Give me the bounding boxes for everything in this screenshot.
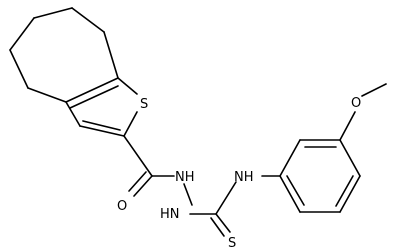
bond <box>65 101 81 127</box>
bond <box>339 139 361 177</box>
bond <box>123 135 153 177</box>
double-bond-inner <box>335 175 354 207</box>
double-bond-inner <box>82 120 121 131</box>
bond <box>117 77 138 95</box>
carbonyl-bond-second <box>128 171 147 192</box>
double-bond-inner <box>286 175 305 206</box>
double-bond-inner <box>69 85 119 109</box>
bond <box>339 111 356 141</box>
benzene-ring <box>279 139 361 213</box>
bond <box>339 175 361 213</box>
bond <box>65 77 119 103</box>
cycloheptane-ring <box>9 7 119 103</box>
bond <box>361 83 387 97</box>
bond <box>123 111 138 137</box>
bond <box>183 183 193 206</box>
bond <box>9 17 35 51</box>
hydrazide-chain <box>123 135 281 237</box>
bond <box>27 87 67 103</box>
thione-bond-second <box>210 217 225 237</box>
sulfur-ring-label: S <box>140 97 148 112</box>
bond <box>103 31 119 79</box>
carbonyl-bond <box>133 175 153 197</box>
bond <box>279 139 301 177</box>
bond <box>215 181 237 215</box>
carbonyl-oxygen-label: O <box>117 199 127 214</box>
thiophene-ring <box>65 77 138 137</box>
bond <box>279 175 301 213</box>
methoxy-group <box>339 83 387 141</box>
methoxy-oxygen-label: O <box>351 96 361 111</box>
bond <box>79 125 125 137</box>
thione-bond <box>215 213 231 233</box>
bond <box>9 49 29 89</box>
aryl-nh-label: NH <box>234 170 254 185</box>
thio-nh-label: HN <box>160 207 180 222</box>
bond <box>71 7 105 33</box>
hydrazide-nh-label: NH <box>175 170 195 185</box>
bond <box>33 7 73 19</box>
thione-sulfur-label: S <box>228 236 236 250</box>
